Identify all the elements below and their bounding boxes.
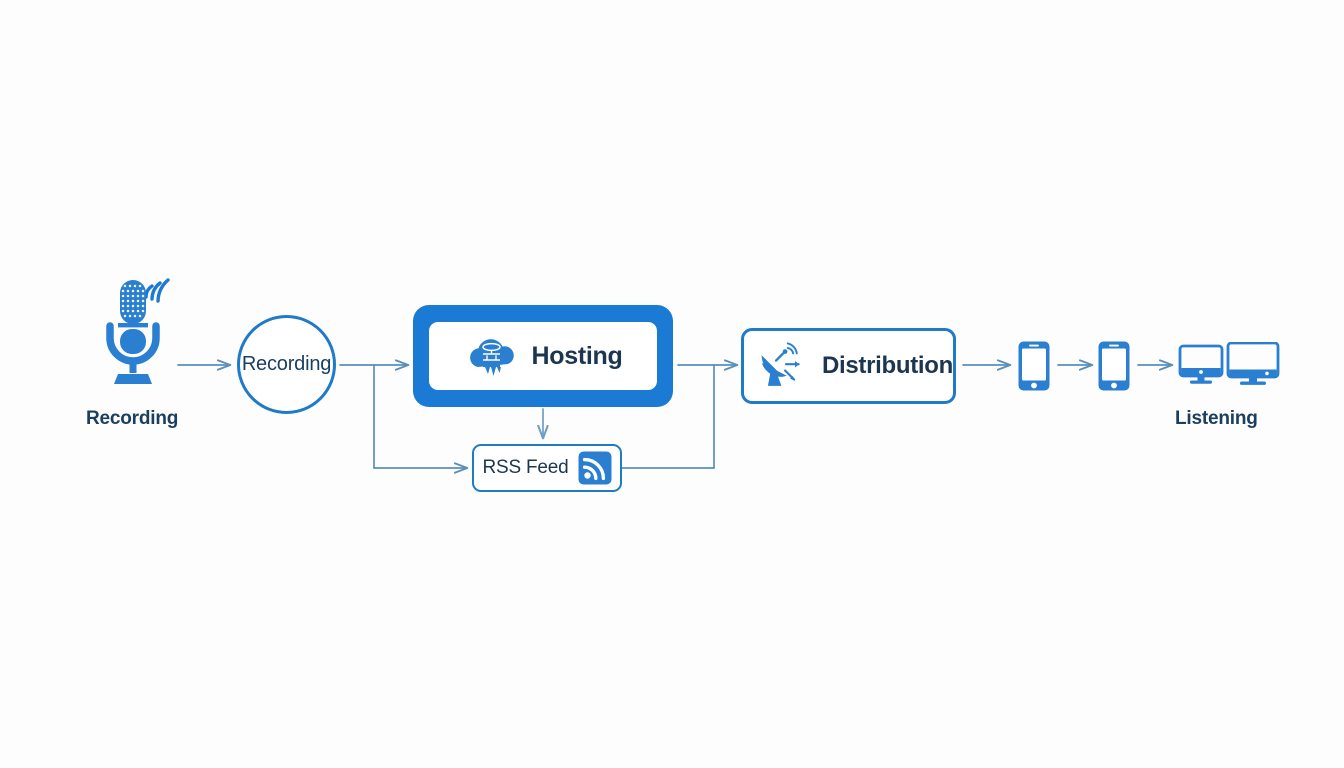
phone-two-node — [1098, 341, 1130, 396]
phone-one-node — [1018, 341, 1050, 396]
monitors-node — [1178, 341, 1280, 395]
distribution-label: Distribution — [821, 352, 953, 379]
satellite-dish-icon — [761, 342, 800, 386]
rss-feed-node[interactable]: RSS Feed — [472, 444, 622, 492]
smartphone-icon — [1018, 341, 1050, 391]
microphone-icon — [106, 278, 170, 384]
hosting-label: Hosting — [531, 341, 623, 370]
distribution-node[interactable]: Distribution — [741, 328, 956, 404]
microphone-node — [96, 266, 176, 393]
recording-circle-label: Recording — [241, 353, 332, 375]
rss-feed-label: RSS Feed — [482, 457, 569, 478]
cloud-database-icon — [469, 339, 514, 376]
recording-circle-node[interactable]: Recording — [237, 315, 336, 414]
hosting-plate: Hosting — [429, 322, 657, 390]
dual-monitor-icon — [1178, 341, 1280, 385]
smartphone-icon — [1098, 341, 1130, 391]
listening-stage-caption: Listening — [1175, 408, 1258, 429]
hosting-node[interactable]: Hosting — [413, 305, 673, 407]
rss-feed-icon — [578, 451, 612, 485]
recording-stage-caption: Recording — [86, 408, 179, 429]
